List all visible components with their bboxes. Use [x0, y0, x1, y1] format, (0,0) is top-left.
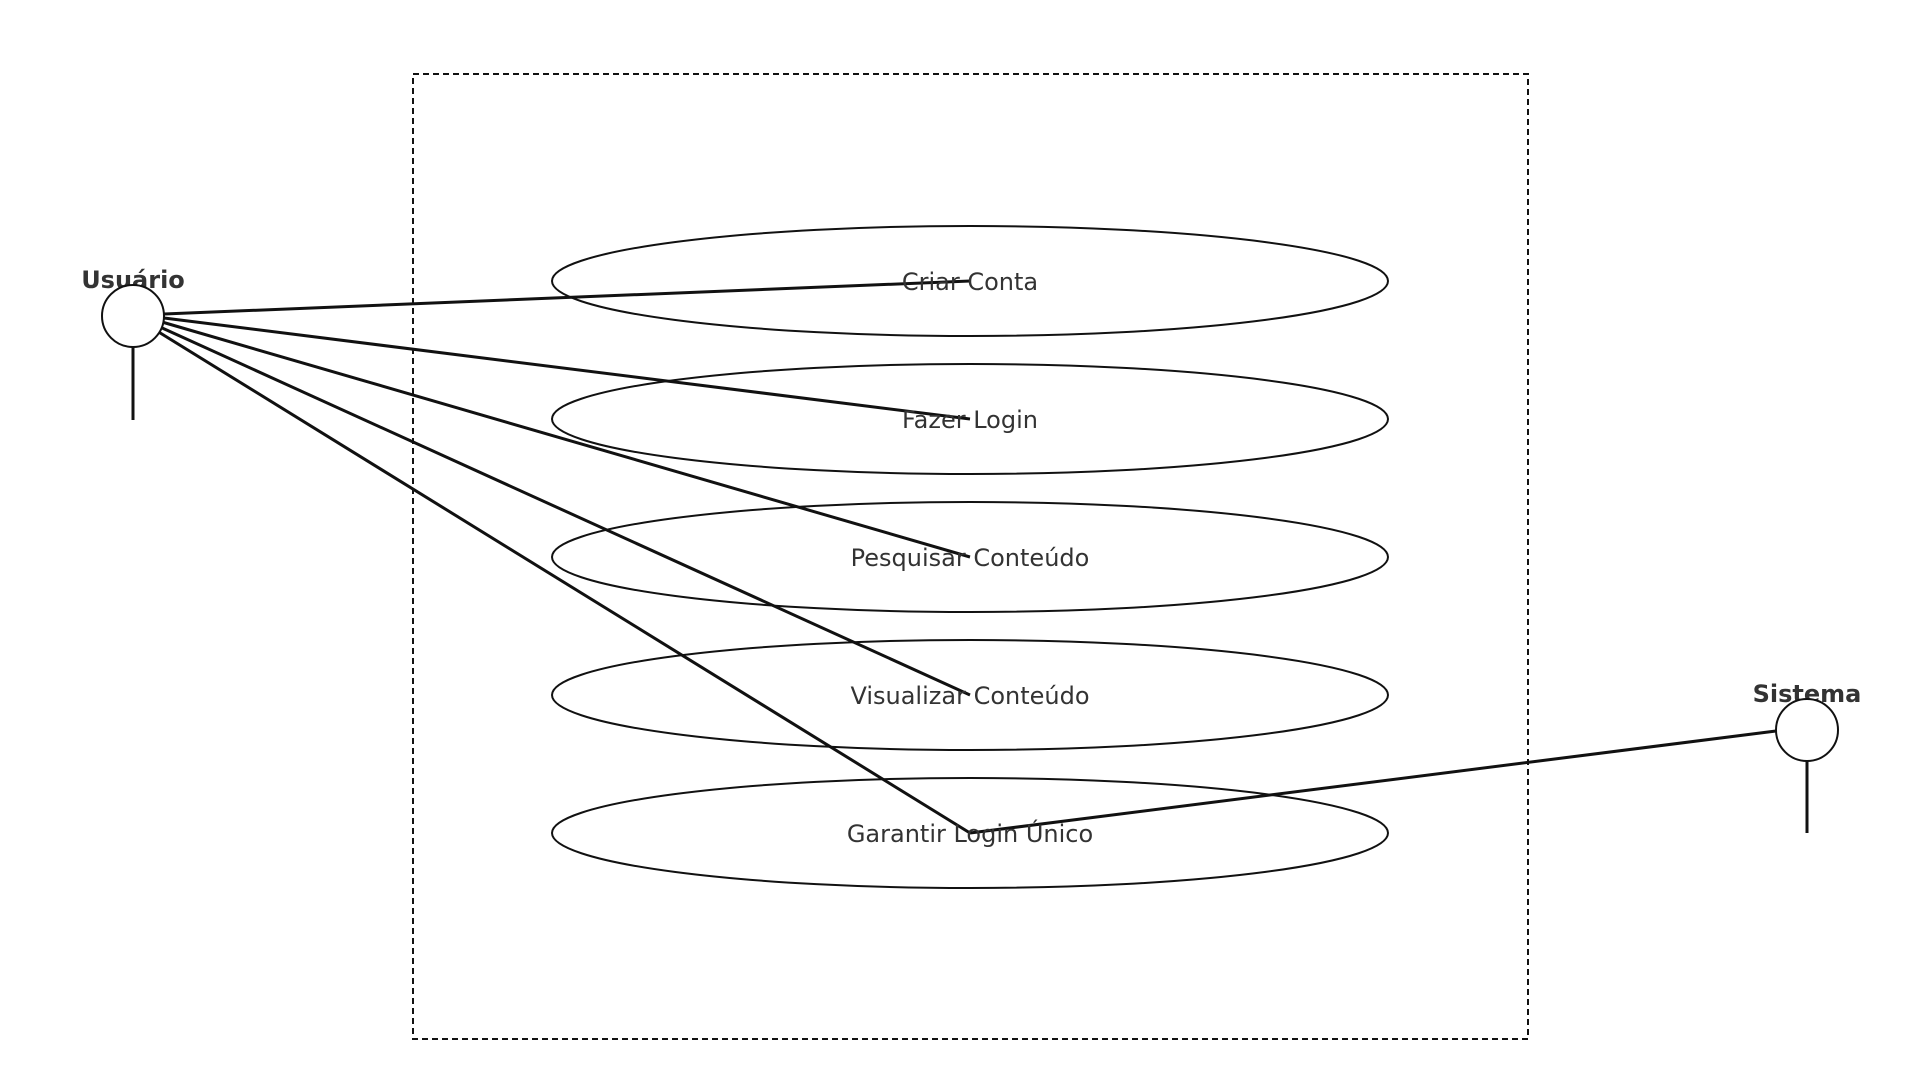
use-case-visualizar-conteudo: Visualizar Conteúdo: [551, 639, 1389, 751]
use-case-label: Visualizar Conteúdo: [850, 682, 1089, 710]
use-case-label: Fazer Login: [902, 406, 1038, 434]
use-case-ellipse: [551, 363, 1389, 475]
association-usuario-fazer-login: [163, 316, 971, 421]
actor-head-icon: [1775, 698, 1839, 762]
use-case-label: Garantir Login Único: [847, 818, 1093, 848]
association-usuario-garantir-login-unico: [156, 329, 971, 835]
associations: [156, 279, 1777, 835]
use-case-label: Pesquisar Conteúdo: [851, 544, 1090, 572]
use-case-ellipse: [551, 225, 1389, 337]
use-case-garantir-login-unico: Garantir Login Único: [551, 777, 1389, 889]
use-case-pesquisar-conteudo: Pesquisar Conteúdo: [551, 501, 1389, 613]
actor-sistema: Sistema: [1753, 680, 1861, 833]
use-case-ellipse: [551, 501, 1389, 613]
use-case-ellipse: [551, 777, 1389, 889]
use-case-ellipse: [551, 639, 1389, 751]
association-usuario-visualizar-conteudo: [159, 325, 971, 697]
actor-head-icon: [101, 284, 165, 348]
use-case-label: Criar Conta: [902, 268, 1038, 296]
association-usuario-criar-conta: [163, 279, 971, 316]
use-case-fazer-login: Fazer Login: [551, 363, 1389, 475]
actor-usuario: Usuário: [81, 266, 185, 420]
association-sistema-garantir-login-unico: [969, 729, 1777, 835]
use-case-criar-conta: Criar Conta: [551, 225, 1389, 337]
association-usuario-pesquisar-conteudo: [161, 320, 971, 559]
